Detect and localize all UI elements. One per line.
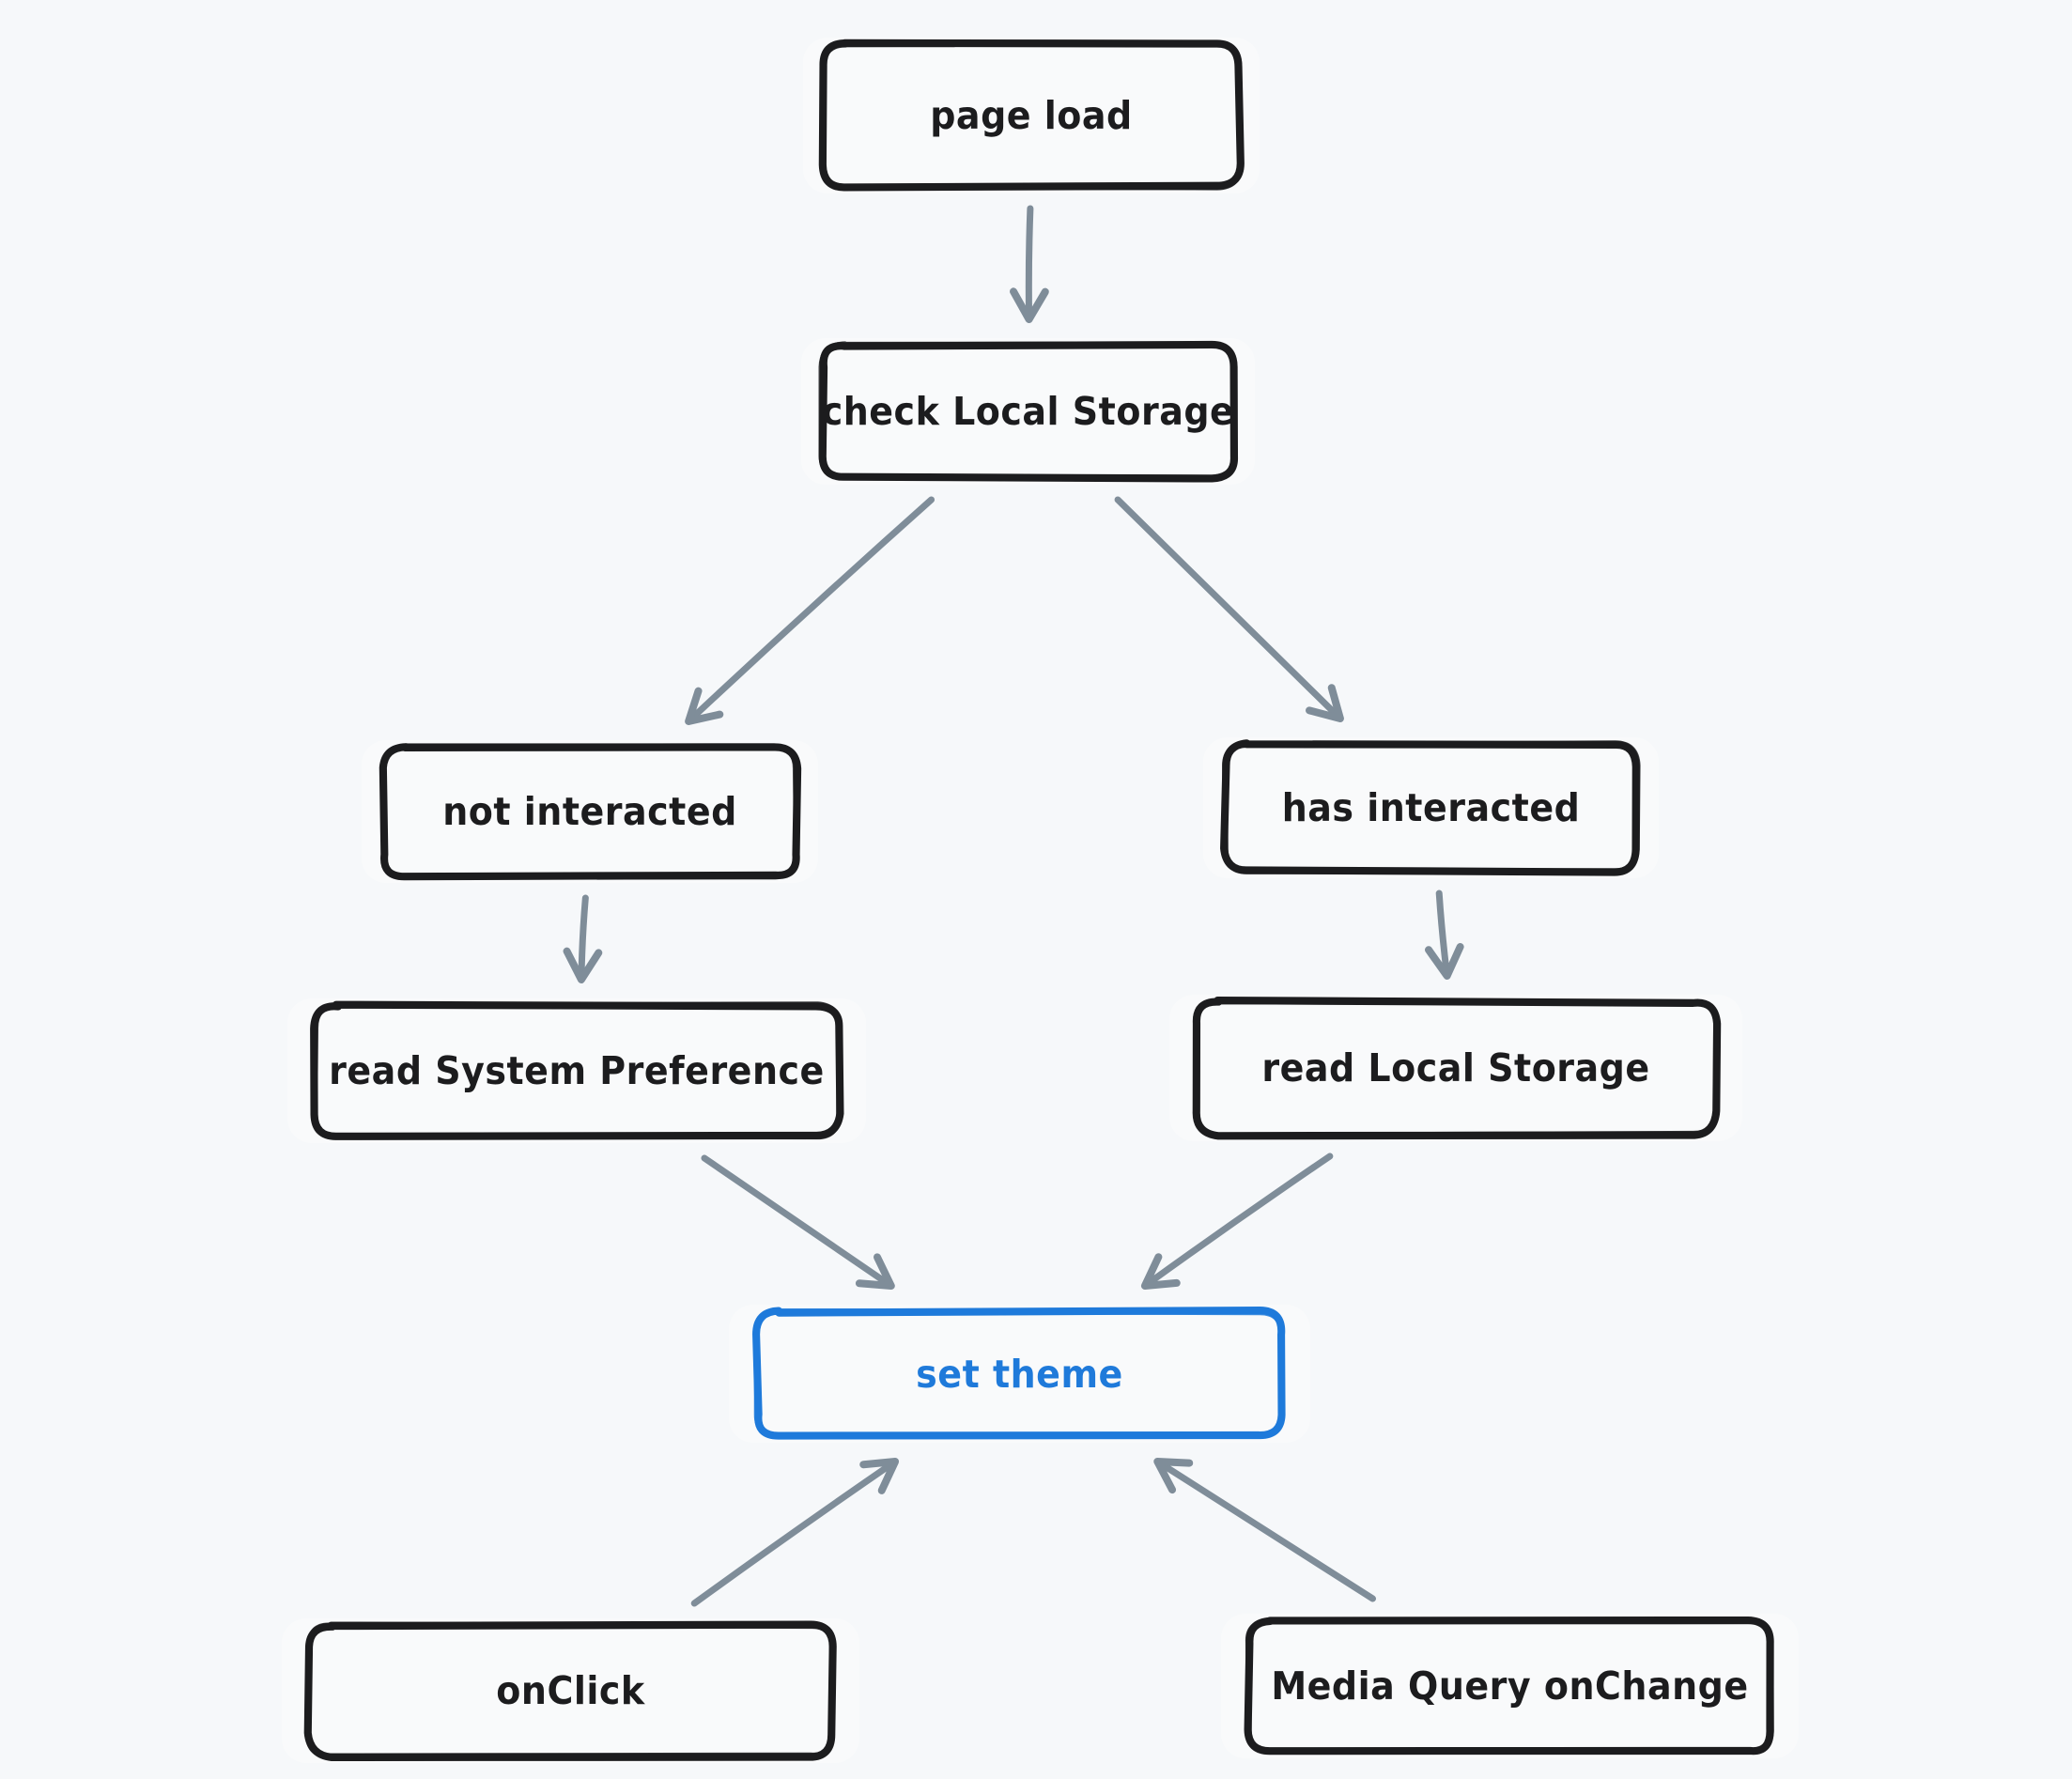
- edge-read-storage-to-set-theme: [1140, 1152, 1334, 1290]
- node-label-media-query-onchange: Media Query onChange: [1271, 1663, 1749, 1709]
- edge-media-query-to-set-theme: [1153, 1458, 1376, 1602]
- node-label-has-interacted: has interacted: [1281, 785, 1581, 830]
- edge-not-interacted-to-read-system: [563, 894, 603, 983]
- node-outline-set-theme: [752, 1306, 1286, 1440]
- node-on-click[interactable]: onClick: [282, 1618, 859, 1763]
- node-label-set-theme: set theme: [916, 1351, 1123, 1397]
- node-outline-read-local-storage: [1192, 996, 1722, 1140]
- edge-check-to-has-interacted: [1114, 496, 1344, 722]
- node-media-query-onchange[interactable]: Media Query onChange: [1221, 1614, 1799, 1758]
- edge-check-to-not-interacted: [685, 496, 935, 725]
- edge-read-system-to-set-theme: [701, 1154, 895, 1290]
- node-set-theme[interactable]: set theme: [729, 1305, 1310, 1443]
- node-label-read-system-preference: read System Preference: [329, 1048, 825, 1093]
- node-label-page-load: page load: [930, 93, 1133, 138]
- node-label-on-click: onClick: [496, 1668, 645, 1713]
- node-outline-not-interacted: [379, 743, 802, 881]
- node-check-local-storage[interactable]: check Local Storage: [801, 338, 1255, 485]
- node-read-system-preference[interactable]: read System Preference: [287, 998, 866, 1143]
- edge-page-load-to-check: [1010, 205, 1049, 323]
- node-read-local-storage[interactable]: read Local Storage: [1169, 995, 1742, 1141]
- node-page-load[interactable]: page load: [803, 38, 1260, 193]
- node-not-interacted[interactable]: not interacted: [362, 740, 818, 883]
- node-outline-check-local-storage: [818, 340, 1239, 483]
- node-outline-on-click: [303, 1620, 837, 1762]
- node-has-interacted[interactable]: has interacted: [1203, 737, 1659, 878]
- node-label-check-local-storage: check Local Storage: [821, 389, 1235, 434]
- node-outline-media-query-onchange: [1244, 1616, 1774, 1756]
- node-outline-read-system-preference: [310, 1000, 844, 1140]
- edge-on-click-to-set-theme: [690, 1458, 900, 1607]
- edge-has-interacted-to-read-storage: [1425, 890, 1464, 980]
- node-outline-has-interacted: [1220, 739, 1641, 876]
- node-outline-page-load: [818, 39, 1245, 192]
- node-label-not-interacted: not interacted: [442, 789, 737, 834]
- node-label-read-local-storage: read Local Storage: [1261, 1045, 1650, 1091]
